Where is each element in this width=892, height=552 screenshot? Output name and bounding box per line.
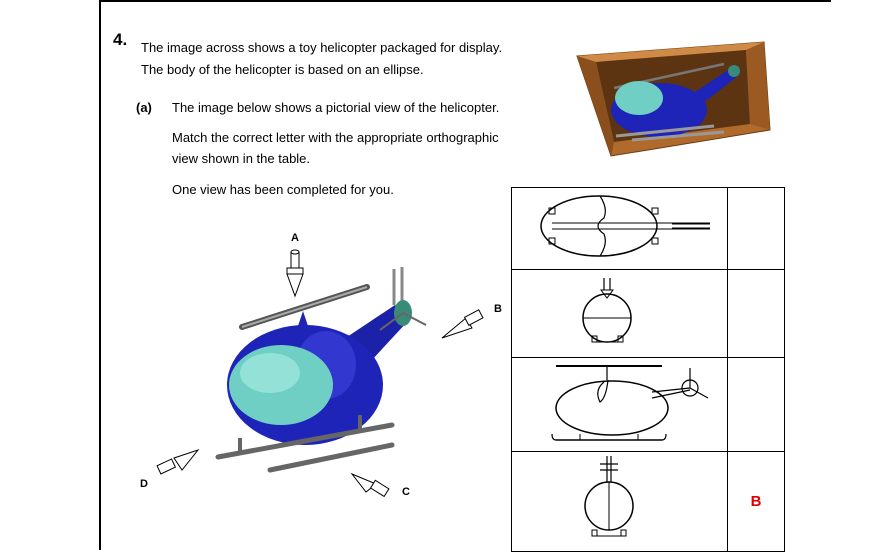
part-label: (a) bbox=[136, 100, 152, 115]
side-view-cell bbox=[511, 357, 728, 452]
page-frame-top bbox=[99, 0, 831, 2]
label-a: A bbox=[291, 232, 299, 244]
intro-line-2: The body of the helicopter is based on a… bbox=[141, 62, 424, 77]
answer-cell[interactable] bbox=[727, 187, 785, 270]
arrow-b-icon bbox=[441, 309, 484, 339]
page-frame-left bbox=[99, 0, 101, 550]
part-line-4: One view has been completed for you. bbox=[172, 182, 394, 197]
plan-view-drawing bbox=[540, 195, 710, 257]
orthographic-views-table: B bbox=[511, 187, 785, 552]
arrow-a-icon bbox=[286, 249, 304, 298]
front-view-cell bbox=[511, 269, 728, 358]
table-row: B bbox=[511, 451, 785, 552]
packaged-helicopter-image bbox=[576, 41, 771, 157]
part-line-2: Match the correct letter with the approp… bbox=[172, 130, 499, 145]
arrow-d-icon bbox=[156, 448, 200, 475]
front-view-drawing bbox=[582, 278, 632, 343]
table-row bbox=[511, 187, 785, 270]
table-row bbox=[511, 269, 785, 358]
rear-view-cell bbox=[511, 451, 728, 552]
label-c: C bbox=[402, 486, 410, 498]
table-row bbox=[511, 357, 785, 452]
answer-cell[interactable] bbox=[727, 269, 785, 358]
rear-view-drawing bbox=[584, 456, 634, 537]
pictorial-helicopter bbox=[215, 267, 427, 473]
label-d: D bbox=[140, 478, 148, 490]
answer-cell-completed[interactable]: B bbox=[727, 451, 785, 552]
label-b: B bbox=[494, 303, 502, 315]
intro-line-1: The image across shows a toy helicopter … bbox=[141, 40, 503, 55]
arrow-c-icon bbox=[350, 472, 390, 498]
answer-cell[interactable] bbox=[727, 357, 785, 452]
side-view-drawing bbox=[551, 365, 709, 441]
plan-view-cell bbox=[511, 187, 728, 270]
part-line-1: The image below shows a pictorial view o… bbox=[172, 100, 500, 115]
part-line-3: view shown in the table. bbox=[172, 151, 311, 166]
question-number: 4. bbox=[113, 30, 128, 49]
